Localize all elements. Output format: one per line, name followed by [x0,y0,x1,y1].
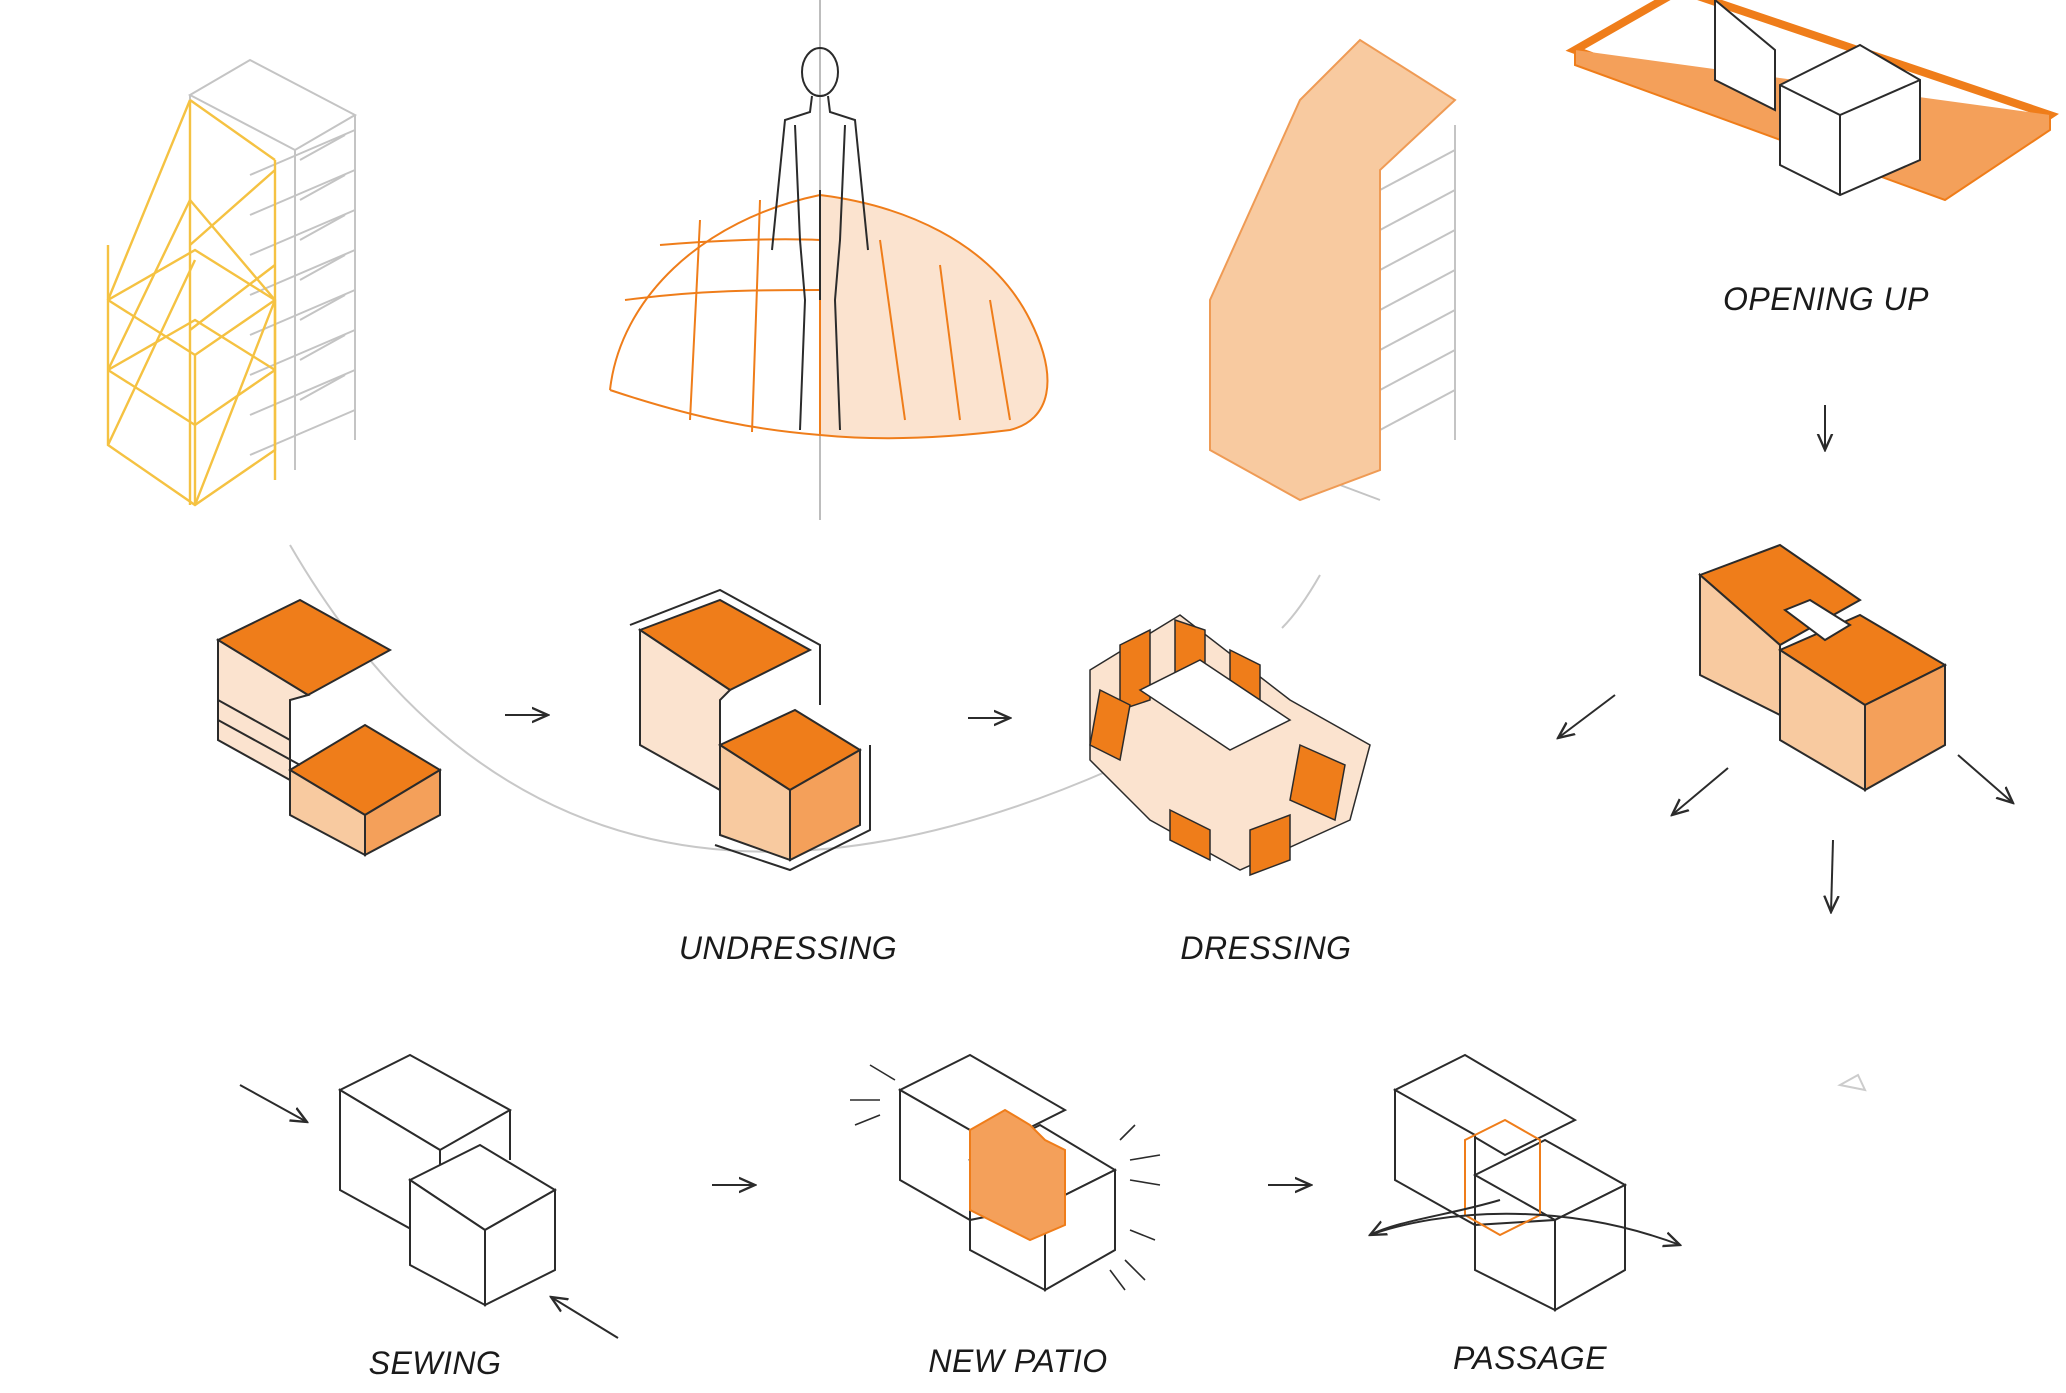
opening-up-drawing [1565,0,2059,202]
undressing-blocks-drawing [629,588,871,872]
arrow-diagonal-icon [239,1084,307,1122]
sewing-cubes-drawing [337,1053,557,1307]
scaffold-tower-drawing [106,58,358,507]
arrow-diagonal-icon [551,1297,619,1339]
label-opening-up: OPENING UP [1723,281,1929,317]
passage-drawing [1370,1053,1680,1312]
new-patio-drawing [850,1053,1161,1292]
small-mark [1837,1073,1867,1092]
arrow-diagonal-icon [1558,694,1616,738]
label-dressing: DRESSING [1180,930,1352,966]
label-new-patio: NEW PATIO [928,1343,1108,1379]
arrow-down-icon [1831,839,1833,912]
label-passage: PASSAGE [1452,1340,1608,1376]
crinoline-figure-drawing [609,0,1049,520]
guide-arc-right [1281,574,1321,629]
label-sewing: SEWING [368,1345,502,1381]
orange-blocks-drawing [215,598,442,857]
guide-arc [289,544,1111,853]
label-undressing: UNDRESSING [678,930,898,966]
dressing-blocks-drawing [1089,614,1371,877]
arrow-diagonal-icon [1672,767,1729,815]
draped-tower-drawing [1209,38,1457,502]
patio-block-drawing [1698,543,1948,792]
arrow-diagonal-icon [1957,754,2013,803]
